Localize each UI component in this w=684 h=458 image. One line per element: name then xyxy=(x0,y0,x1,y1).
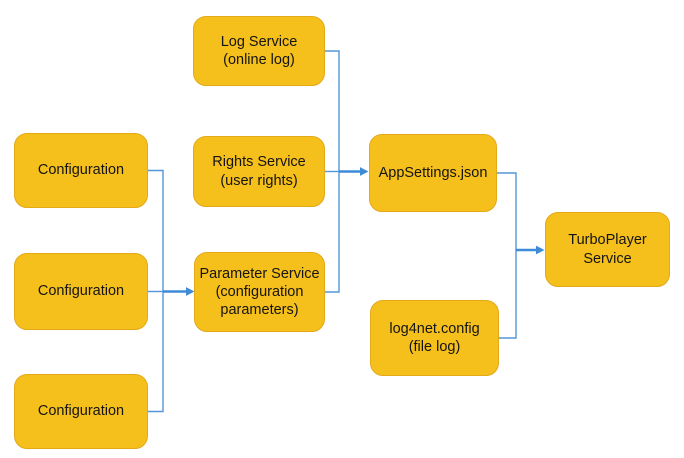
node-configuration-1: Configuration xyxy=(14,133,148,208)
connector-configs-to-parameter-service xyxy=(148,169,164,413)
arrow-into-appsettings xyxy=(339,167,369,176)
arrow-into-parameter-service xyxy=(163,287,195,296)
node-log4net-config: log4net.config (file log) xyxy=(370,300,499,376)
node-configuration-2: Configuration xyxy=(14,253,148,330)
node-turboplayer-service: TurboPlayer Service xyxy=(545,212,670,287)
node-log-service: Log Service (online log) xyxy=(193,16,325,86)
connector-configs-to-turboplayer xyxy=(497,172,517,339)
node-rights-service: Rights Service (user rights) xyxy=(193,136,325,207)
connector-services-to-appsettings xyxy=(324,50,340,293)
node-parameter-service: Parameter Service (configuration paramet… xyxy=(194,252,325,332)
node-configuration-3: Configuration xyxy=(14,374,148,449)
arrow-into-turboplayer xyxy=(516,245,545,255)
node-appsettings-json: AppSettings.json xyxy=(369,134,497,212)
